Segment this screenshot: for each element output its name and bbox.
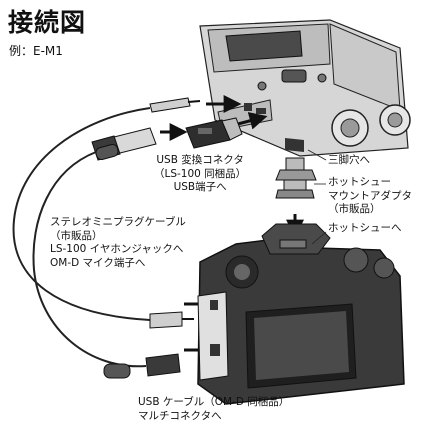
tripod-hole [285,138,304,152]
hot-shoe-mount-adapter [275,157,317,199]
usb-converter-label: USB 変換コネクタ （LS-100 同梱品） USB端子へ [154,154,247,193]
stereo-mini-plug-bottom [149,311,194,329]
stereo-cable-label: ステレオミニプラグケーブル （市販品） LS-100 イヤホンジャックへ OM-… [50,216,186,269]
stereo-cable [12,107,151,321]
usb-converter-connector [185,117,243,149]
mic-terminal [210,300,218,310]
usb-port [256,108,266,114]
hot-shoe [279,239,307,249]
arrow-to-usb-port [237,112,268,130]
multi-connector [210,344,220,356]
terminal-cover [197,291,229,381]
ferrite-core-top [95,143,119,161]
camera-monitor [254,311,349,380]
ferrite-core-bottom [103,363,131,379]
multi-connector-plug [145,353,181,377]
stereo-mini-plug-top [149,97,201,113]
earphone-jack [244,103,252,111]
page-title: 接続図 [8,8,87,37]
omd-camera [197,223,405,405]
tripod-hole-label: 三脚穴へ [328,154,370,166]
recorder-device [199,19,411,157]
shoe-adapter-label: ホットシュー マウントアダプタ （市販品） [328,176,412,215]
example-caption: 例：E-M1 [9,44,63,58]
usb-cable [32,151,147,368]
hot-shoe-label: ホットシューへ [328,222,402,234]
usb-cable-label: USB ケーブル（OM-D 同梱品） マルチコネクタへ [138,396,290,422]
